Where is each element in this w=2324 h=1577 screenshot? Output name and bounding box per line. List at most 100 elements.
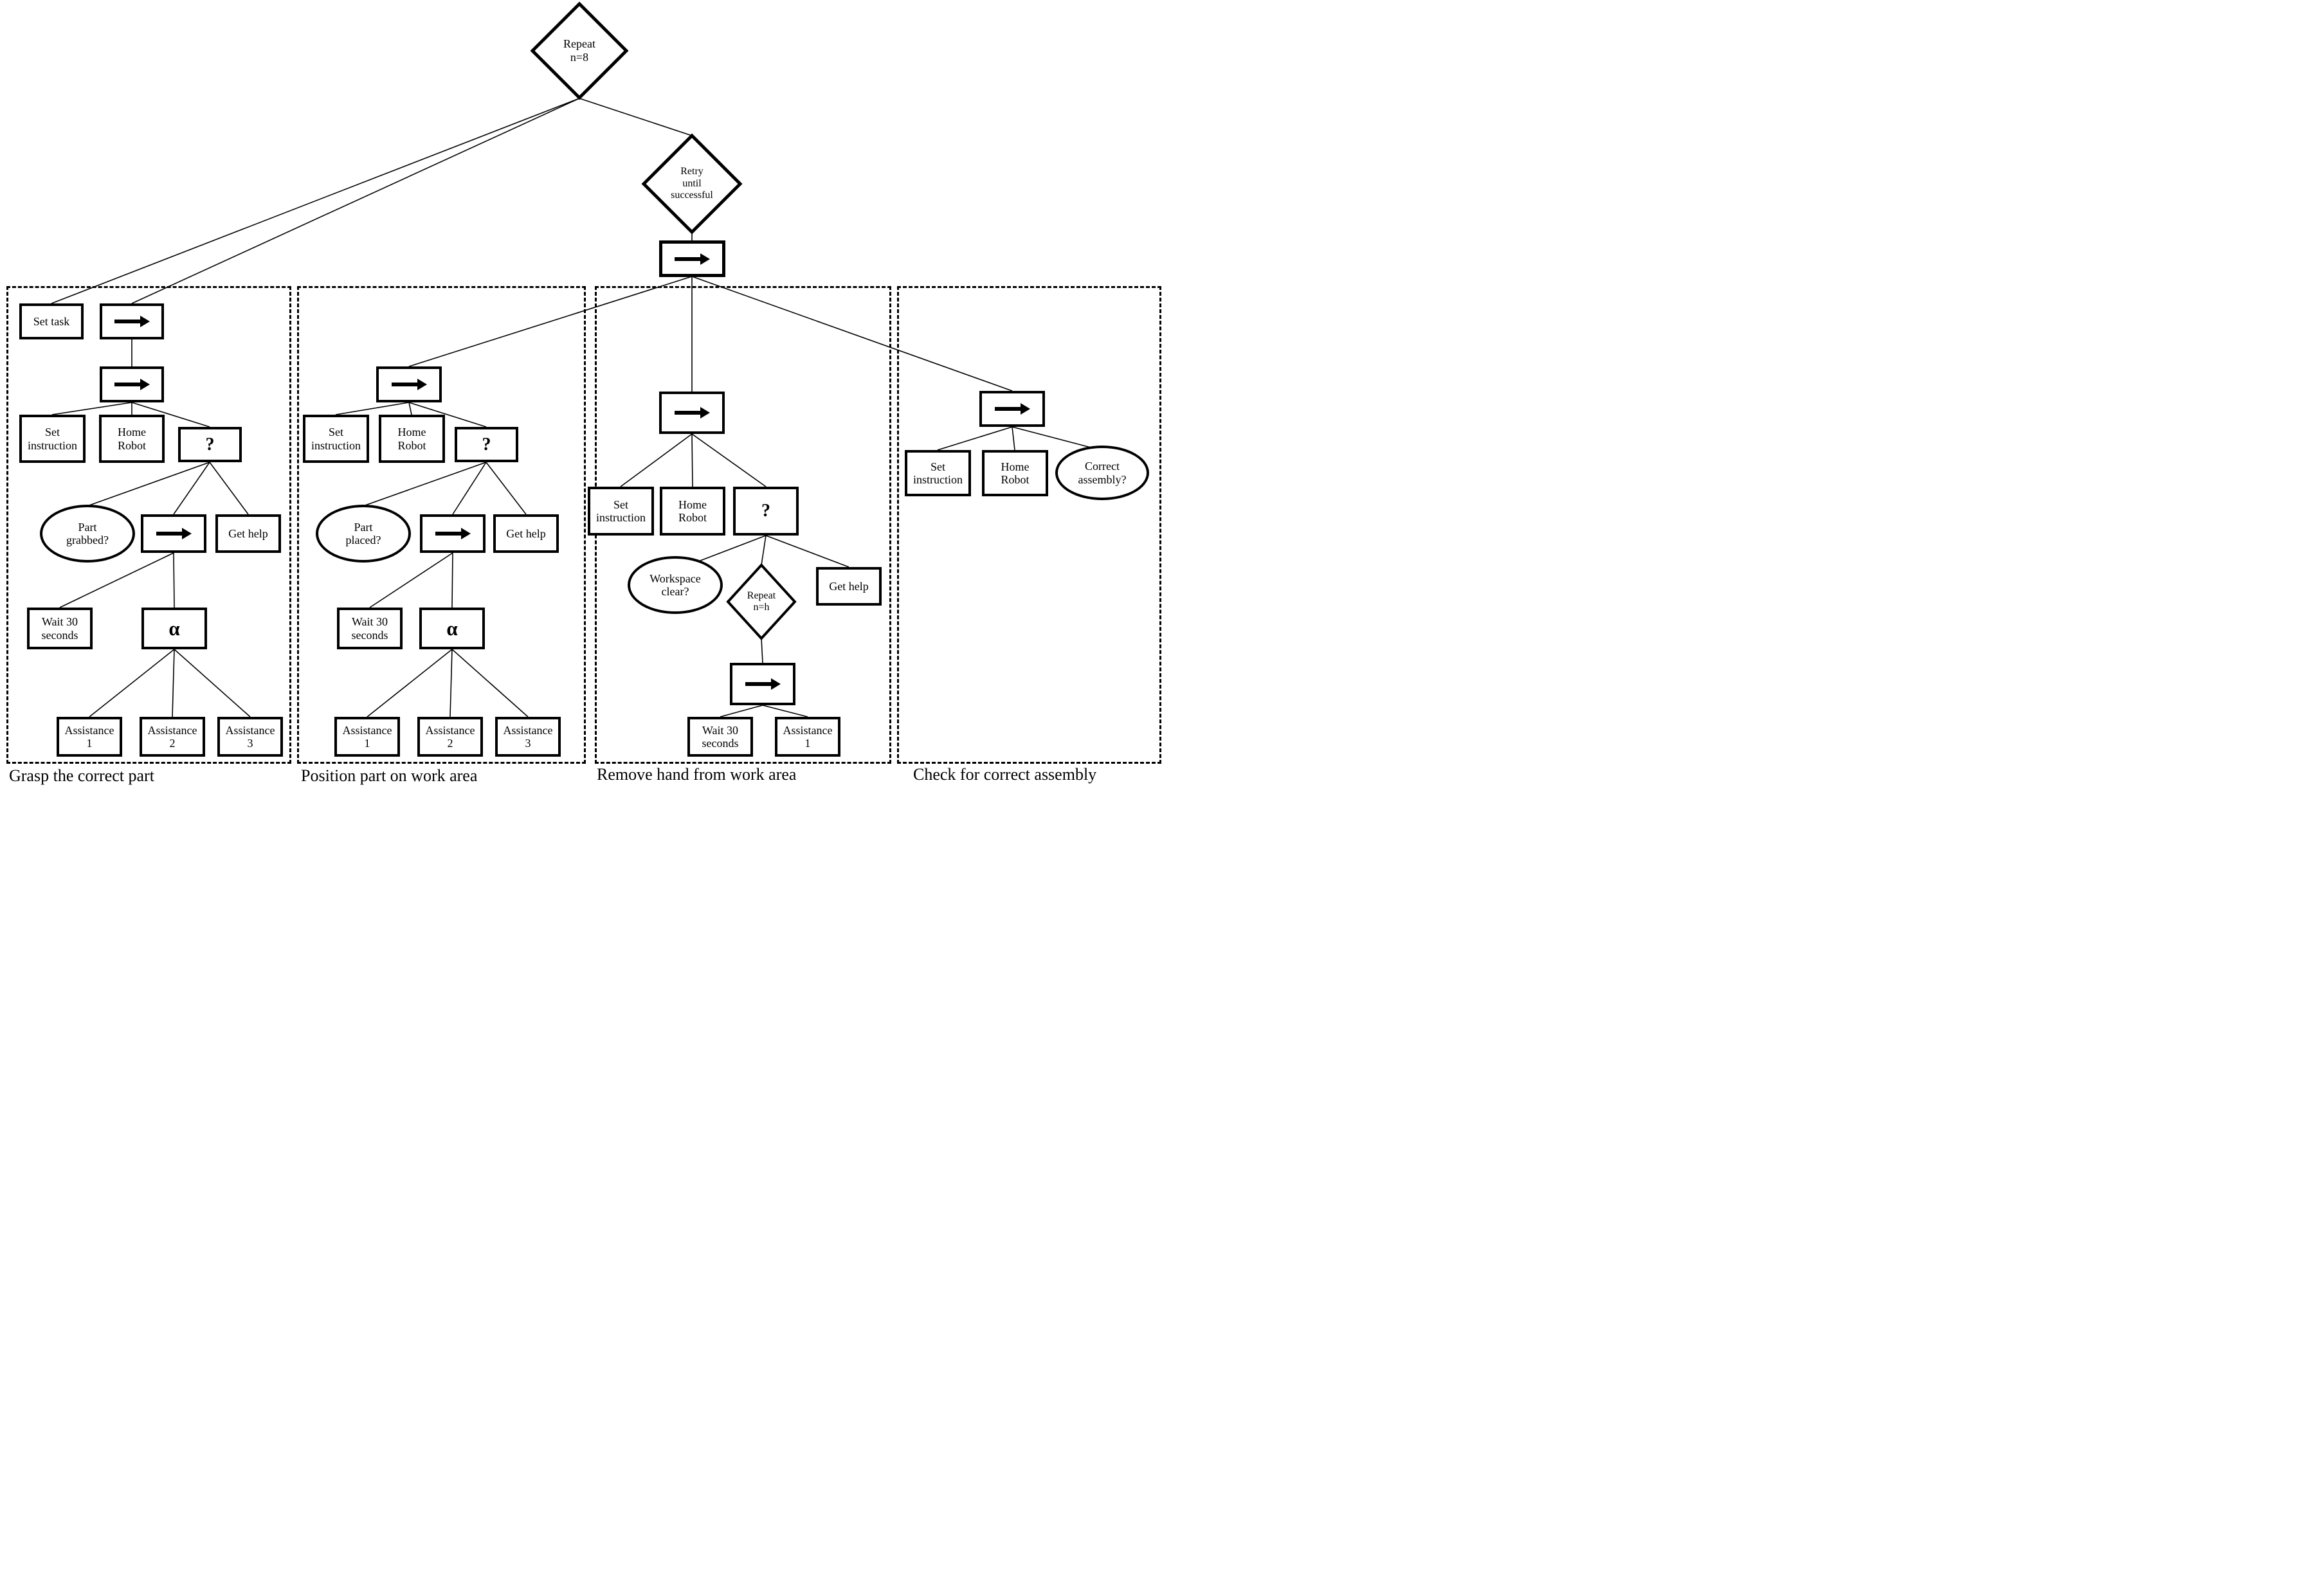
node-label: Set task xyxy=(33,314,70,328)
repeat-nh-diamond-shape xyxy=(726,563,797,640)
assistance-2-node: Assistance 2 xyxy=(417,717,483,757)
fallback-question-icon: ? xyxy=(482,434,491,455)
node-label: Home xyxy=(678,498,707,511)
sequence-arrow-icon xyxy=(435,528,471,539)
set-instruction-node: Set instruction xyxy=(588,487,654,536)
condition-label: grabbed? xyxy=(66,534,109,546)
root-sequence-node xyxy=(659,240,725,277)
get-help-node: Get help xyxy=(493,514,559,553)
home-robot-node: Home Robot xyxy=(99,415,165,463)
repeat-n8-line: Repeat xyxy=(563,37,595,50)
retry-line: Retry xyxy=(680,166,704,177)
node-label: 2 xyxy=(169,737,176,750)
node-label: Set xyxy=(44,426,60,439)
sequence-node xyxy=(420,514,486,553)
node-label: Robot xyxy=(117,438,146,452)
sequence-arrow-icon xyxy=(114,316,150,327)
sequence-node xyxy=(730,663,795,705)
node-label: Get help xyxy=(228,527,268,540)
sequence-arrow-icon xyxy=(675,253,710,265)
panel-grasp-part xyxy=(6,286,291,764)
node-label: Wait 30 xyxy=(702,723,739,737)
assistance-1-node: Assistance 1 xyxy=(334,717,400,757)
node-label: Set xyxy=(328,426,343,439)
node-label: instruction xyxy=(596,511,646,524)
assistance-1-node: Assistance 1 xyxy=(775,717,840,757)
wait-30-seconds-node: Wait 30 seconds xyxy=(687,717,753,757)
sequence-node xyxy=(141,514,206,553)
condition-label: Part xyxy=(354,520,373,534)
node-label: Robot xyxy=(1001,473,1030,486)
sequence-arrow-icon xyxy=(156,528,192,539)
alpha-symbol: α xyxy=(168,617,180,640)
node-label: Wait 30 xyxy=(351,615,388,629)
sequence-arrow-icon xyxy=(114,379,150,390)
repeat-nh-label: Repeat n=h xyxy=(729,578,794,626)
sequence-node xyxy=(659,392,725,434)
node-label: Home xyxy=(118,426,146,439)
node-label: Assistance xyxy=(425,723,475,737)
panel-caption: Grasp the correct part xyxy=(9,766,154,785)
alpha-node: α xyxy=(141,608,207,649)
node-label: Assistance xyxy=(64,723,114,737)
assistance-3-node: Assistance 3 xyxy=(495,717,561,757)
node-label: Set xyxy=(930,460,945,473)
node-label: seconds xyxy=(41,628,78,642)
home-robot-node: Home Robot xyxy=(660,487,725,536)
retry-diamond-shape xyxy=(641,133,743,235)
node-label: Home xyxy=(397,426,426,439)
condition-label: Part xyxy=(78,520,97,534)
node-label: Home xyxy=(1001,460,1030,473)
sequence-node xyxy=(100,303,164,339)
panel-caption: Position part on work area xyxy=(301,766,478,785)
sequence-node xyxy=(376,366,442,402)
node-label: seconds xyxy=(702,737,739,750)
sequence-arrow-icon xyxy=(674,407,710,419)
assistance-1-node: Assistance 1 xyxy=(57,717,122,757)
panel-caption: Remove hand from work area xyxy=(597,765,797,784)
node-label: Get help xyxy=(829,579,869,593)
node-label: Robot xyxy=(678,511,707,524)
node-label: 1 xyxy=(804,737,811,750)
node-label: Wait 30 xyxy=(41,615,78,629)
condition-label: clear? xyxy=(661,585,689,598)
set-instruction-node: Set instruction xyxy=(303,415,369,463)
alpha-node: α xyxy=(419,608,485,649)
panel-caption: Check for correct assembly xyxy=(913,765,1097,784)
condition-label: Workspace xyxy=(649,572,701,585)
sequence-arrow-icon xyxy=(745,678,781,690)
assistance-3-node: Assistance 3 xyxy=(217,717,283,757)
condition-part-placed: Part placed? xyxy=(316,505,411,563)
retry-line: until xyxy=(682,177,702,189)
panel-position-part xyxy=(297,286,586,764)
fallback-question-icon: ? xyxy=(761,501,770,521)
set-instruction-node: Set instruction xyxy=(19,415,86,463)
fallback-question-icon: ? xyxy=(205,434,215,455)
fallback-node: ? xyxy=(455,427,518,462)
condition-correct-assembly: Correct assembly? xyxy=(1055,446,1149,500)
node-label: 3 xyxy=(525,737,531,750)
repeat-nh-line: n=h xyxy=(753,602,770,613)
alpha-symbol: α xyxy=(446,617,458,640)
node-label: seconds xyxy=(351,628,388,642)
node-label: Assistance xyxy=(147,723,197,737)
repeat-n8-label: Repeat n=8 xyxy=(531,25,628,77)
node-label: instruction xyxy=(28,438,77,452)
repeat-n8-line: n=8 xyxy=(570,51,589,64)
get-help-node: Get help xyxy=(816,567,882,606)
repeat-nh-line: Repeat xyxy=(747,590,776,601)
node-label: Get help xyxy=(506,527,546,540)
node-label: 1 xyxy=(86,737,93,750)
home-robot-node: Home Robot xyxy=(379,415,445,463)
repeat-n8-diamond-shape xyxy=(530,1,629,100)
behavior-tree-diagram: Repeat n=8 Retry until successful Set ta… xyxy=(0,0,1162,788)
node-label: Robot xyxy=(397,438,426,452)
sequence-arrow-icon xyxy=(994,403,1030,415)
node-label: 3 xyxy=(247,737,253,750)
node-label: 1 xyxy=(364,737,370,750)
set-instruction-node: Set instruction xyxy=(905,450,971,496)
wait-30-seconds-node: Wait 30 seconds xyxy=(337,608,403,649)
retry-label: Retry until successful xyxy=(644,152,740,216)
get-help-node: Get help xyxy=(215,514,281,553)
condition-label: placed? xyxy=(345,534,381,546)
